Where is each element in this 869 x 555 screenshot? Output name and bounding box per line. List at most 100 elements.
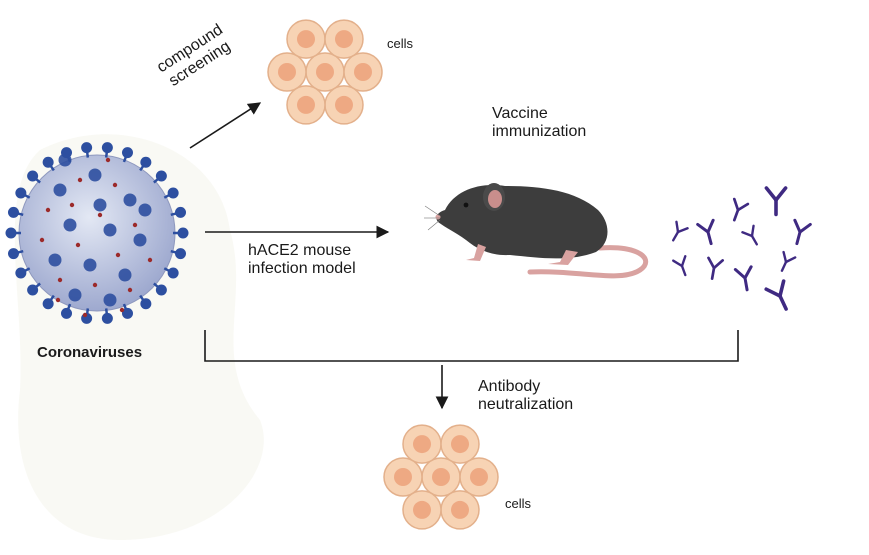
envelope-protein-dot — [45, 207, 51, 213]
cell-nucleus — [278, 63, 296, 81]
surface-spike — [93, 198, 107, 212]
mouse-hind-leg — [548, 250, 578, 265]
surface-spike — [58, 153, 72, 167]
cell-nucleus — [297, 30, 315, 49]
mouse-whiskers — [424, 205, 441, 231]
cell-nucleus — [354, 63, 372, 81]
antibody — [696, 218, 715, 246]
spike-head — [121, 147, 133, 159]
spike-head — [42, 156, 54, 168]
antibody — [764, 279, 788, 311]
surface-spike — [63, 218, 77, 232]
spike-head — [27, 170, 39, 182]
cell-cluster-icon — [267, 19, 383, 125]
envelope-protein-dot — [105, 157, 111, 163]
envelope-protein-dot — [75, 242, 81, 248]
envelope-protein-dot — [82, 312, 88, 318]
envelope-protein-dot — [69, 202, 75, 208]
spike-head — [121, 307, 133, 319]
surface-spike — [53, 183, 67, 197]
cells-bottom-label: cells — [505, 496, 532, 511]
antibody — [793, 218, 812, 246]
cell-nucleus — [451, 500, 469, 519]
surface-spike — [118, 268, 132, 282]
spike-head — [101, 142, 113, 154]
hace2-label-line1: hACE2 mouse — [248, 242, 352, 259]
envelope-protein-dot — [97, 212, 103, 218]
mouse-ear-inner — [488, 190, 502, 208]
surface-spike — [88, 168, 102, 182]
antibody-label-line2: neutralization — [478, 395, 574, 413]
surface-spike — [133, 233, 147, 247]
cell-nucleus — [316, 63, 334, 81]
cell-nucleus — [297, 95, 315, 114]
surface-spike — [48, 253, 62, 267]
spike-head — [5, 227, 17, 239]
connectors — [189, 102, 739, 410]
surface-spike — [68, 288, 82, 302]
mouse-front-leg — [466, 244, 486, 261]
antibody-neutralization-label: Antibody neutralization — [478, 378, 573, 414]
envelope-protein-dot — [119, 307, 125, 313]
cells-top-label: cells — [387, 36, 414, 51]
envelope-protein-dot — [112, 182, 118, 188]
spike-head — [140, 156, 152, 168]
mouse-nose — [435, 214, 441, 220]
envelope-protein-dot — [57, 277, 63, 283]
spike-head — [155, 284, 167, 296]
spike-head — [101, 312, 113, 324]
spike-head — [15, 187, 27, 199]
spike-head — [42, 298, 54, 310]
envelope-protein-dot — [132, 222, 138, 228]
spike-head — [81, 142, 93, 154]
merge-bracket — [204, 330, 739, 362]
mouse-eye — [463, 202, 469, 208]
spike-head — [175, 206, 187, 218]
antibody-icon — [671, 186, 812, 311]
antibody — [707, 256, 725, 280]
spike-head — [27, 284, 39, 296]
cell-nucleus — [432, 468, 450, 486]
surface-spike — [103, 223, 117, 237]
mouse-icon — [424, 183, 649, 279]
vaccine-label-line2: immunization — [492, 122, 587, 140]
antibody — [780, 250, 797, 272]
spike-head — [140, 298, 152, 310]
spike-head — [167, 267, 179, 279]
spike-head — [61, 307, 73, 319]
envelope-protein-dot — [115, 252, 121, 258]
cell-nucleus — [335, 30, 353, 49]
surface-spike — [103, 293, 117, 307]
spike-head — [177, 227, 189, 239]
envelope-protein-dot — [55, 297, 61, 303]
antibody — [732, 197, 750, 222]
surface-spike — [138, 203, 152, 217]
hace2-model-label: hACE2 mouse infection model — [248, 242, 356, 278]
cell-nucleus — [470, 468, 488, 486]
spike-head — [155, 170, 167, 182]
mouse-body — [436, 185, 608, 259]
envelope-protein-dot — [147, 257, 153, 263]
antibody — [733, 265, 753, 292]
coronavirus-icon — [5, 142, 189, 324]
antibody — [741, 224, 759, 246]
antibody — [672, 255, 687, 277]
spike-head — [15, 267, 27, 279]
cell-nucleus — [413, 435, 431, 454]
spike-head — [7, 248, 19, 260]
mouse-tail — [527, 245, 649, 279]
spike-head — [7, 206, 19, 218]
antibody-label-line1: Antibody — [478, 378, 541, 395]
surface-spike — [123, 193, 137, 207]
surface-spike — [83, 258, 97, 272]
vaccine-label-line1: Vaccine — [492, 105, 548, 122]
envelope-protein-dot — [92, 282, 98, 288]
vaccine-immunization-label: Vaccine immunization — [492, 105, 586, 141]
hace2-label-line2: infection model — [248, 259, 356, 277]
antibody — [764, 186, 788, 217]
envelope-protein-dot — [77, 177, 83, 183]
coronaviruses-label: Coronaviruses — [37, 344, 143, 361]
cell-nucleus — [413, 500, 431, 519]
cell-nucleus — [451, 435, 469, 454]
spike-head — [175, 248, 187, 260]
